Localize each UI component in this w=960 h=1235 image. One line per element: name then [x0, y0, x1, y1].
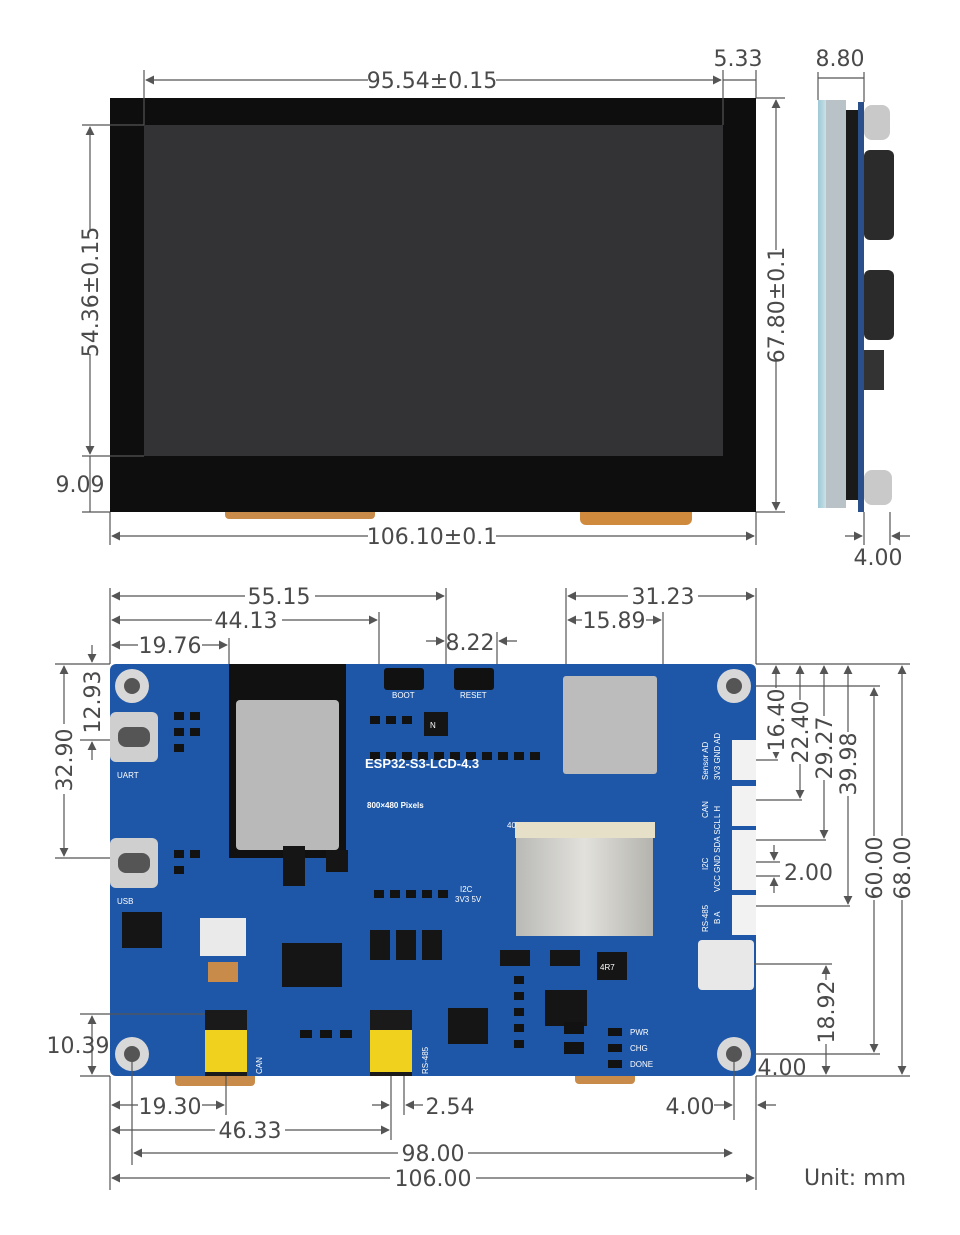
sd-card-slot: [563, 676, 657, 774]
rs485-pins-label: B A: [713, 911, 722, 924]
side-metal-frame: [826, 100, 846, 508]
dim-19-30: 19.30: [139, 1095, 202, 1120]
dimension-labels: 95.54±0.15 5.33 54.36±0.15 9.09 67.80±0.…: [47, 47, 916, 1192]
can-jumper-cap: [205, 1030, 247, 1072]
dim-44-13: 44.13: [215, 609, 278, 634]
right-headers: [698, 740, 756, 990]
dim-16-40: 16.40: [765, 689, 790, 752]
esp32-module-shield: [236, 700, 339, 850]
i2c-switch-label: I2C: [460, 885, 473, 894]
dim-2-54: 2.54: [426, 1095, 475, 1120]
lcd-active-area: [144, 125, 723, 456]
can-header-label: CAN: [701, 801, 710, 818]
boot-button: [384, 668, 424, 690]
dim-8-22: 8.22: [446, 631, 495, 656]
resolution-label: 800×480 Pixels: [367, 801, 424, 810]
boot-label: BOOT: [392, 691, 415, 700]
side-usb-port-1: [864, 150, 894, 240]
side-standoff-bottom: [864, 470, 892, 505]
dim-bottom-border: 9.09: [56, 473, 105, 498]
board-name-label: ESP32-S3-LCD-4.3: [365, 756, 479, 771]
dim-106-00: 106.00: [395, 1167, 472, 1192]
side-pcb-edge: [846, 110, 860, 500]
dim-15-89: 15.89: [583, 609, 646, 634]
dim-98-00: 98.00: [402, 1142, 465, 1167]
side-component: [864, 350, 884, 390]
side-pcb: [858, 102, 864, 512]
fpc-connector: [515, 822, 655, 838]
dim-4-00-right: 4.00: [758, 1056, 807, 1081]
reset-label: RESET: [460, 691, 487, 700]
can-pins-label: L H: [713, 806, 722, 818]
dim-46-33: 46.33: [219, 1119, 282, 1144]
reset-button: [454, 668, 494, 690]
dim-68-00: 68.00: [891, 837, 916, 900]
dim-39-98: 39.98: [837, 733, 862, 796]
i2c-volt-label: 3V3 5V: [455, 895, 482, 904]
uart-label: UART: [117, 771, 139, 780]
ics: [122, 712, 627, 1044]
dim-32-90: 32.90: [53, 729, 78, 792]
dim-total-height: 67.80±0.1: [765, 247, 790, 363]
back-view: ESP32-S3-LCD-4.3 800×480 Pixels 40 N 4R7…: [110, 664, 756, 1086]
dim-55-15: 55.15: [248, 585, 311, 610]
front-view: [110, 98, 756, 525]
dim-total-width: 106.10±0.1: [367, 525, 497, 550]
done-led-label: DONE: [630, 1060, 653, 1069]
dim-60-00: 60.00: [863, 837, 888, 900]
side-standoff-top: [864, 105, 890, 140]
rs485-label: RS-485: [421, 1046, 430, 1074]
dim-display-height: 54.36±0.15: [79, 227, 104, 357]
dim-22-40: 22.40: [789, 701, 814, 764]
dim-31-23: 31.23: [632, 585, 695, 610]
pwr-led-label: PWR: [630, 1028, 649, 1037]
passives: [174, 712, 622, 1068]
dim-2-00: 2.00: [784, 861, 833, 886]
dim-10-39: 10.39: [47, 1034, 110, 1059]
rs485-header-label: RS-485: [701, 904, 710, 932]
dim-right-border: 5.33: [714, 47, 763, 72]
side-view: [818, 100, 894, 512]
battery-connector: [200, 918, 246, 956]
dim-side-connector-offset: 4.00: [854, 546, 903, 571]
chg-led-label: CHG: [630, 1044, 648, 1053]
rs485-jumper-cap: [370, 1030, 412, 1072]
inductor-label: 4R7: [600, 963, 615, 972]
fpc-ribbon: [516, 838, 653, 936]
dim-side-thickness: 8.80: [816, 47, 865, 72]
dim-4-00-bottom: 4.00: [666, 1095, 715, 1120]
sensor-pins-label: 3V3 GND AD: [713, 733, 722, 780]
dim-19-76: 19.76: [139, 634, 202, 659]
can-label: CAN: [255, 1057, 264, 1074]
dim-18-92: 18.92: [815, 981, 840, 1044]
unit-label: Unit: mm: [804, 1166, 906, 1191]
chip-label: N: [430, 721, 436, 730]
sensor-header-label: Sensor AD: [701, 742, 710, 780]
dim-29-27: 29.27: [813, 717, 838, 780]
dim-12-93: 12.93: [81, 671, 106, 734]
battery-fpc: [208, 962, 238, 982]
fpc-pin-label: 40: [507, 821, 516, 830]
side-glass: [818, 100, 827, 508]
usb-label: USB: [117, 897, 133, 906]
dim-display-width: 95.54±0.15: [367, 69, 497, 94]
i2c-pins-label: VCC GND SDA SCL: [713, 819, 722, 892]
i2c-header-label: I2C: [701, 857, 710, 870]
side-usb-port-2: [864, 270, 894, 340]
